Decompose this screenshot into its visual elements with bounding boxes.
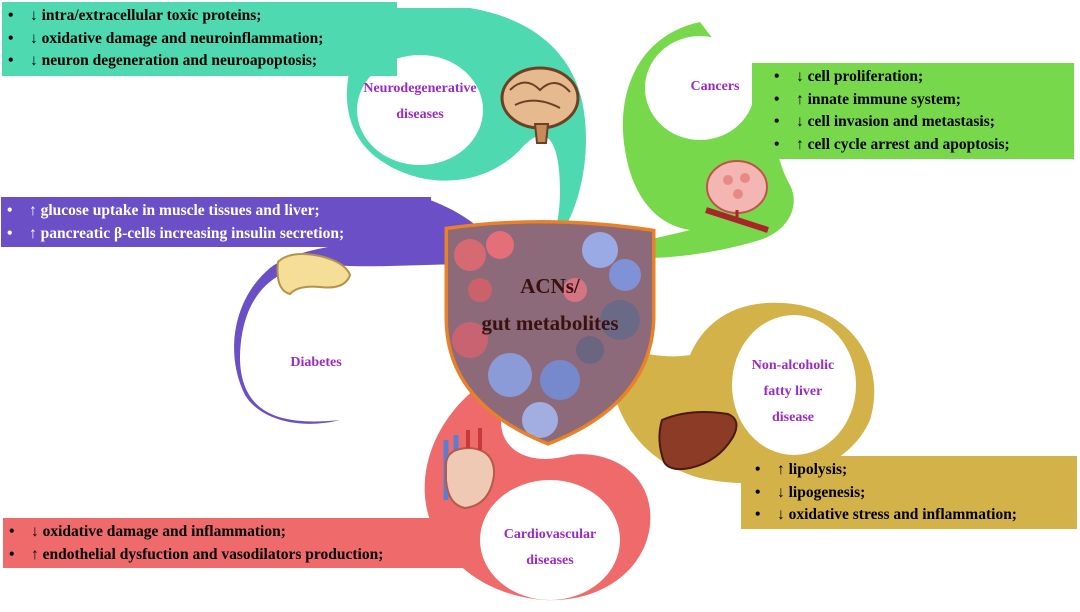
heart-icon (443, 428, 496, 510)
center-title: ACNs/ gut metabolites (481, 274, 619, 335)
list-item: •↓ oxidative damage and inflammation; (9, 523, 286, 540)
neuro-label: Neurodegenerative diseases (363, 81, 477, 122)
cancer-label: Cancers (690, 79, 740, 94)
list-item: •↓ intra/extracellular toxic proteins; (8, 7, 262, 24)
list-item: •↓ oxidative damage and neuroinflammatio… (8, 29, 324, 47)
pancreas-icon (276, 253, 352, 296)
list-item: •↑ cell cycle arrest and apoptosis; (774, 135, 1010, 153)
list-item: •↑ lipolysis; (755, 461, 848, 478)
neuro-effects-box: •↓ intra/extracellular toxic proteins; •… (2, 2, 397, 76)
list-item: •↓ cell invasion and metastasis; (774, 113, 995, 130)
list-item: •↓ lipogenesis; (755, 483, 866, 501)
list-item: •↓ neuron degeneration and neuroapoptosi… (8, 52, 318, 69)
diabetes-effects-box: •↑ glucose uptake in muscle tissues and … (1, 197, 431, 247)
cancer-effects-box: •↓ cell proliferation; •↑ innate immune … (752, 63, 1074, 159)
list-item: •↑ glucose uptake in muscle tissues and … (7, 202, 320, 219)
list-item: •↓ oxidative stress and inflammation; (755, 506, 1017, 523)
liver-icon (658, 411, 738, 471)
cardio-label: Cardiovascular diseases (503, 527, 597, 568)
diabetes-label: Diabetes (290, 355, 342, 370)
nafld-effects-box: •↑ lipolysis; •↓ lipogenesis; •↓ oxidati… (741, 456, 1077, 529)
list-item: •↑ endothelial dysfuction and vasodilato… (9, 545, 384, 563)
list-item: •↓ cell proliferation; (774, 68, 924, 85)
list-item: •↑ pancreatic β-cells increasing insulin… (7, 224, 345, 242)
cardio-effects-box: •↓ oxidative damage and inflammation; •↑… (3, 518, 471, 568)
tumor-icon (705, 160, 769, 233)
cardio-swirl (424, 355, 651, 601)
nafld-label: Non-alcoholic fatty liver disease (751, 358, 835, 425)
brain-icon (500, 66, 580, 144)
list-item: •↑ innate immune system; (774, 90, 961, 108)
